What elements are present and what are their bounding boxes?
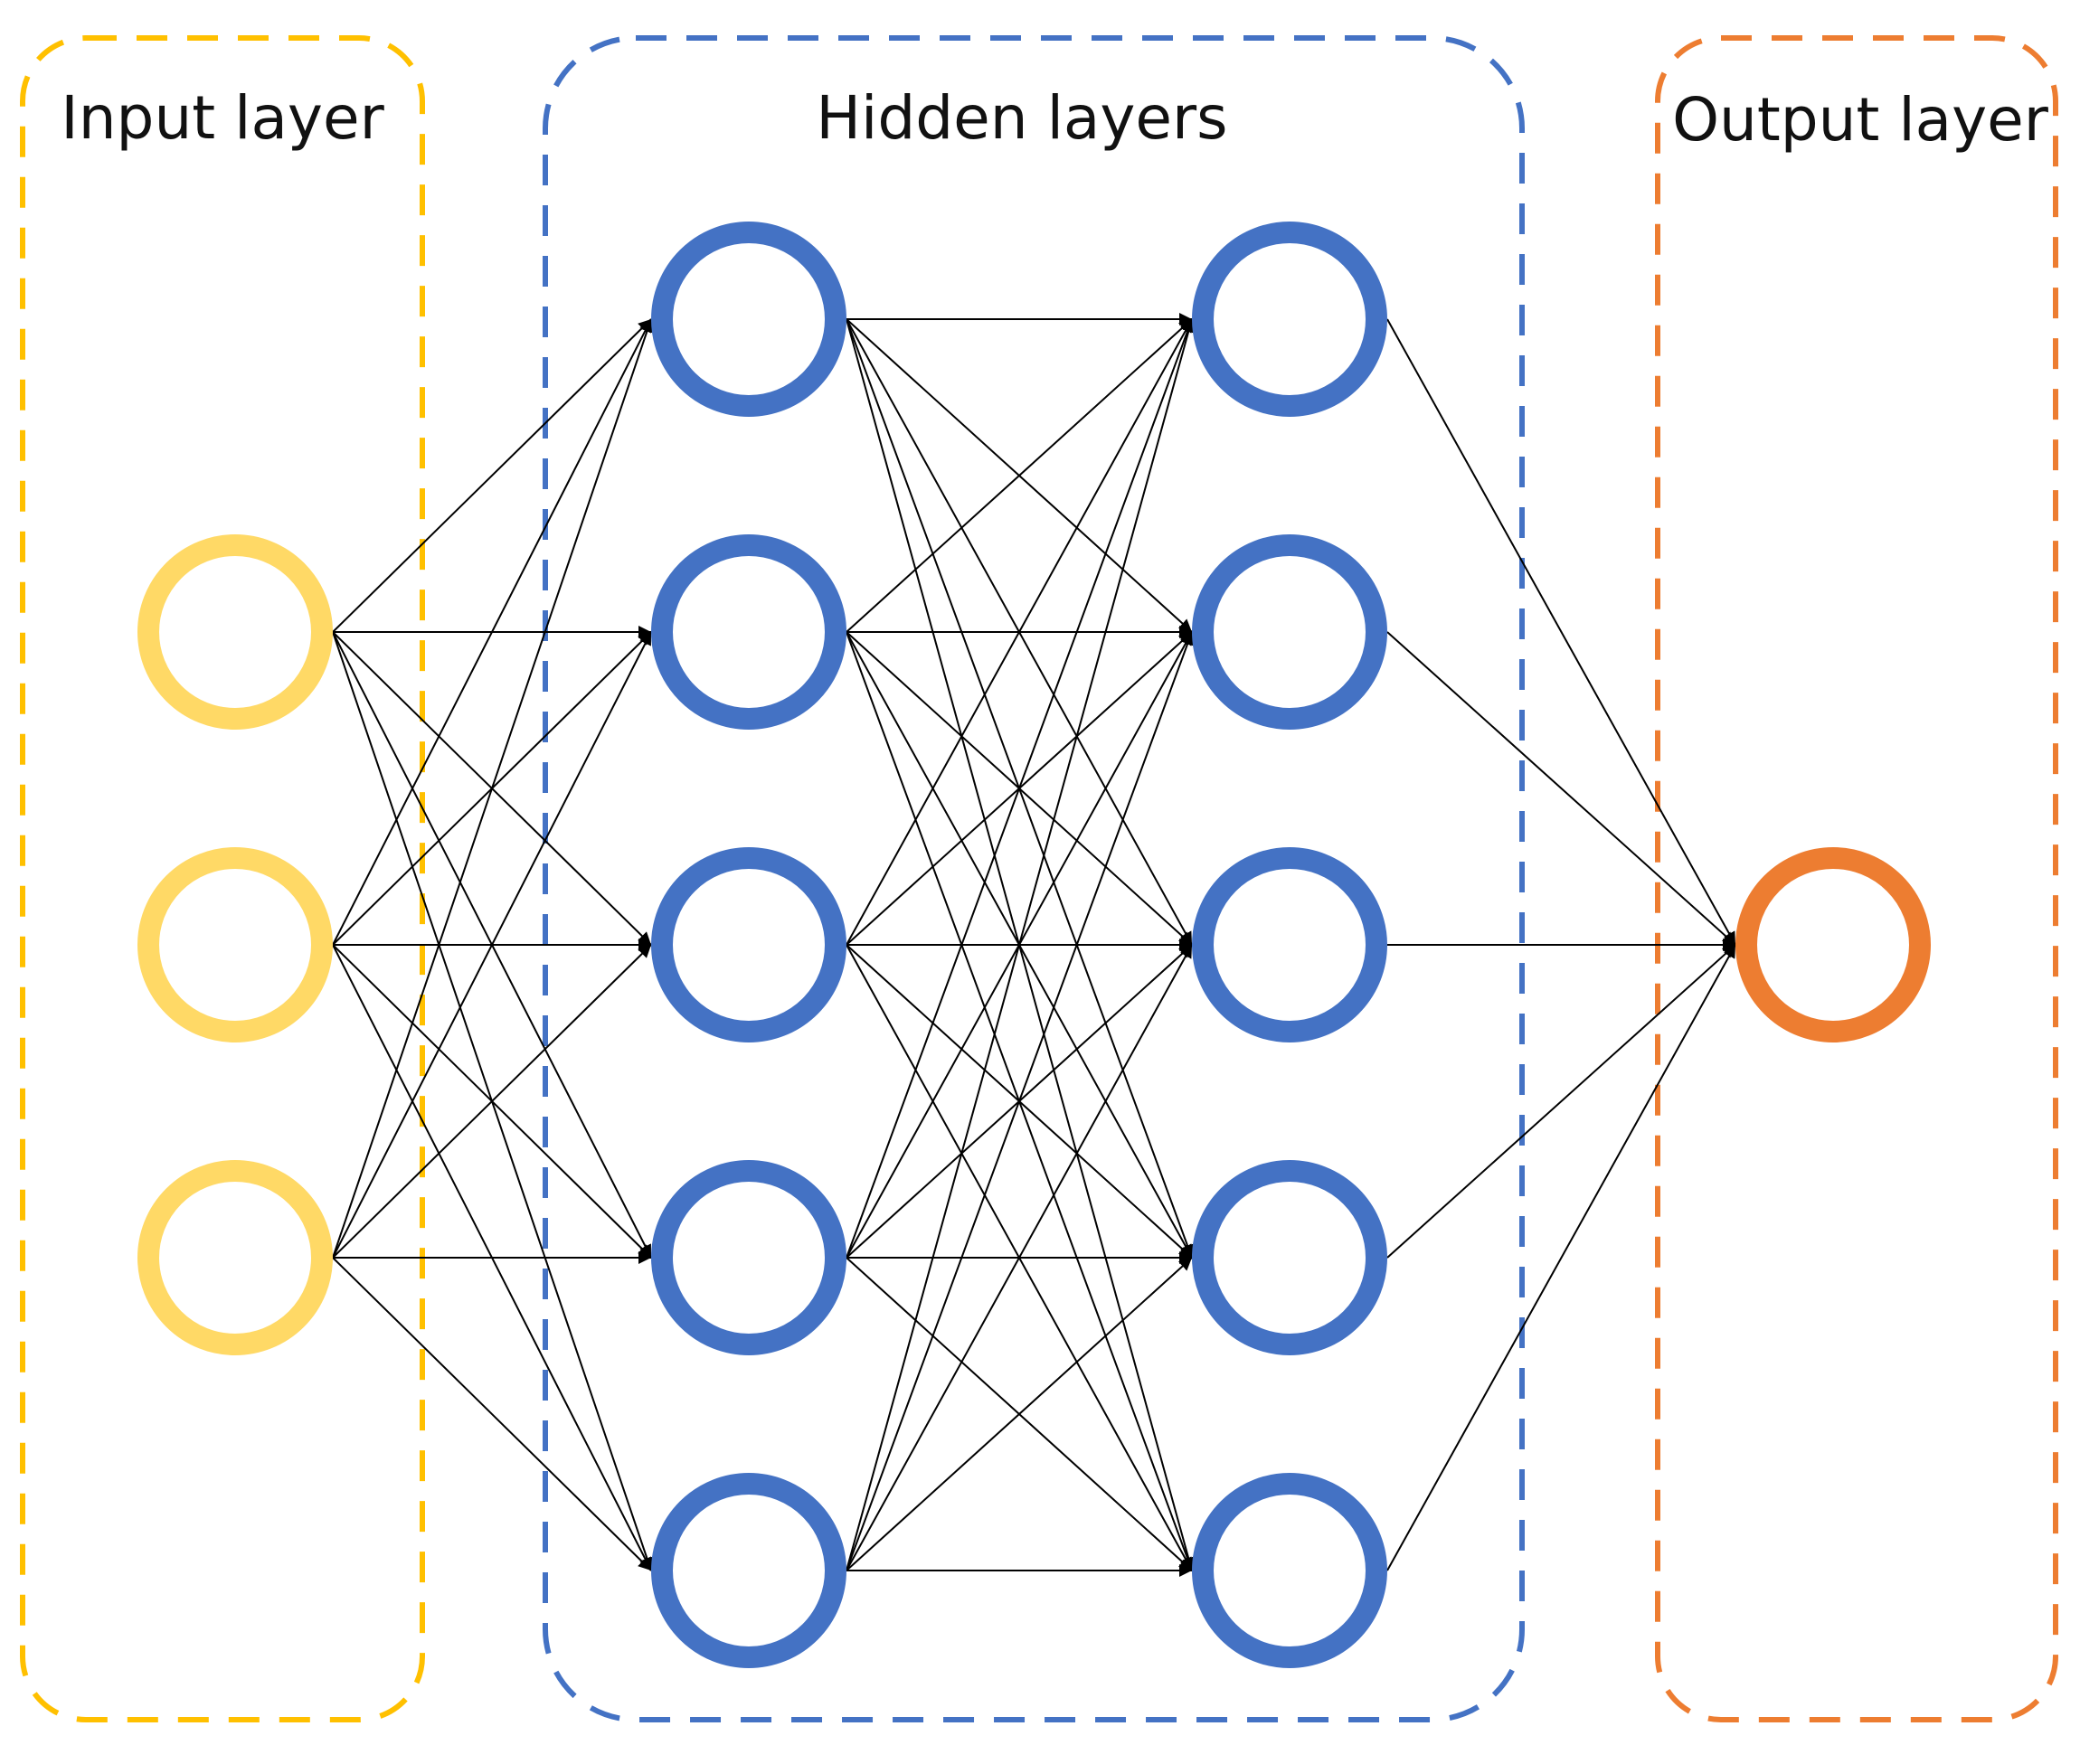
input-node-3	[137, 1160, 333, 1355]
hidden1-node-5	[651, 1473, 846, 1668]
edge-l2n3-to-l3n0	[1386, 944, 1736, 1259]
edge-l0n2-to-l1n4	[332, 1257, 652, 1571]
hidden2-node-3	[1192, 847, 1387, 1042]
hidden2-node-4	[1192, 1160, 1387, 1355]
edge-l0n2-to-l1n1	[332, 631, 652, 1259]
edge-l0n1-to-l1n0	[332, 318, 652, 946]
hidden2-node-1	[1192, 222, 1387, 417]
hidden1-node-3	[651, 847, 846, 1042]
connections	[332, 313, 1736, 1577]
input-node-1	[137, 534, 333, 730]
output-layer-label: Output layer	[1672, 85, 2049, 155]
hidden2-node-2	[1192, 534, 1387, 730]
neurons	[137, 222, 1931, 1668]
input-layer-label: Input layer	[61, 83, 384, 153]
hidden1-node-2	[651, 534, 846, 730]
edge-l1n4-to-l2n3	[846, 1257, 1193, 1571]
edge-l1n2-to-l2n0	[846, 318, 1193, 946]
hidden-layers-box	[543, 35, 1525, 1722]
output-node-1	[1735, 847, 1931, 1042]
hidden1-node-1	[651, 222, 846, 417]
edge-l0n2-to-l1n0	[332, 318, 654, 1259]
edge-l0n2-to-l1n2	[332, 944, 652, 1259]
hidden1-node-4	[651, 1160, 846, 1355]
edge-l2n0-to-l3n0	[1386, 318, 1736, 946]
edge-l0n0-to-l1n0	[332, 318, 652, 633]
edge-l1n4-to-l2n1	[846, 631, 1194, 1571]
hidden2-node-5	[1192, 1473, 1387, 1668]
edge-l2n1-to-l3n0	[1386, 631, 1736, 946]
edge-l2n4-to-l3n0	[1386, 944, 1736, 1571]
edge-l1n4-to-l2n0	[846, 318, 1196, 1571]
hidden-layers-label: Hidden layers	[816, 83, 1227, 153]
edge-l1n1-to-l2n0	[846, 318, 1193, 633]
edge-l1n3-to-l2n0	[846, 318, 1194, 1259]
input-node-2	[137, 847, 333, 1042]
edge-l1n4-to-l2n2	[846, 944, 1193, 1571]
